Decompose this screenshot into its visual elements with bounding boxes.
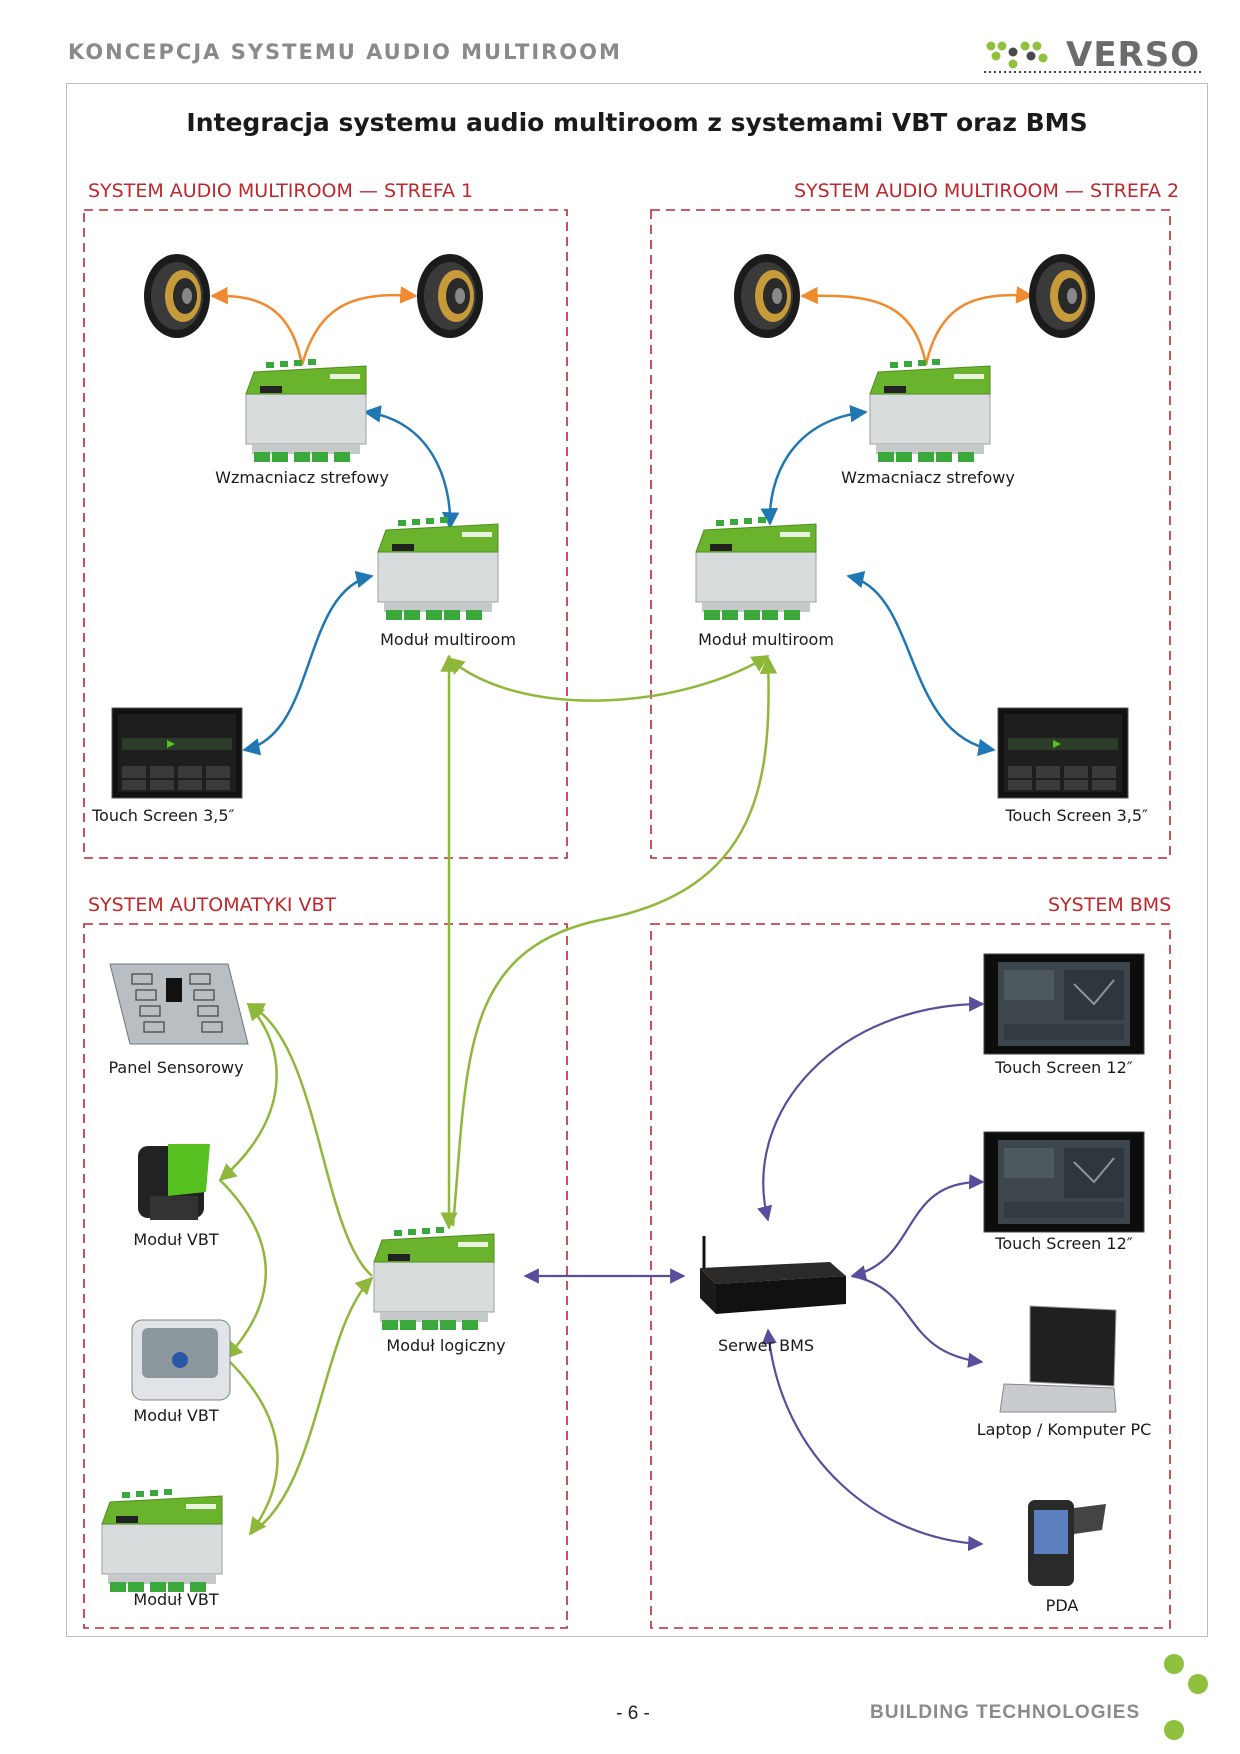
speaker-link — [924, 286, 1034, 366]
speaker-icon — [144, 254, 210, 338]
pda-icon — [1028, 1500, 1106, 1586]
brand-logo: VERSO — [1066, 35, 1201, 75]
diagram-title: Integracja systemu audio multiroom z sys… — [186, 108, 1088, 137]
speaker-link — [300, 286, 418, 366]
touchscreen-12-icon — [983, 1131, 1145, 1233]
document-header: KONCEPCJA SYSTEMU AUDIO MULTIROOM — [68, 40, 622, 64]
device-label-laptop: Laptop / Komputer PC — [976, 1420, 1152, 1439]
device-label-vbt1: Moduł VBT — [133, 1230, 219, 1249]
zone-amplifier-icon — [869, 358, 991, 463]
section-label-vbt: SYSTEM AUTOMATYKI VBT — [88, 894, 337, 916]
speaker-link — [800, 286, 928, 366]
vbt-link — [451, 656, 778, 1227]
device-label-ts12a: Touch Screen 12″ — [995, 1058, 1133, 1077]
speaker-icon — [1029, 254, 1095, 338]
logo-underline — [984, 71, 1204, 73]
bms-server-icon — [700, 1236, 846, 1314]
section-label-zone1: SYSTEM AUDIO MULTIROOM — STREFA 1 — [88, 180, 474, 202]
touchscreen-icon — [111, 707, 243, 799]
device-label-vbt2: Moduł VBT — [133, 1406, 219, 1425]
device-label-multiroom1: Moduł multiroom — [380, 630, 516, 649]
device-label-amp1: Wzmacniacz strefowy — [215, 468, 389, 487]
bms-link — [757, 996, 985, 1222]
audio-link — [242, 570, 374, 756]
multiroom-module-icon — [695, 516, 817, 621]
footer-company: BUILDING TECHNOLOGIES — [870, 1702, 1141, 1723]
touchscreen-icon — [997, 707, 1129, 799]
speaker-icon — [417, 254, 483, 338]
laptop-icon — [999, 1305, 1117, 1413]
device-label-server: Serwer BMS — [717, 1336, 815, 1355]
audio-link — [760, 404, 868, 526]
section-label-zone2: SYSTEM AUDIO MULTIROOM — STREFA 2 — [794, 180, 1180, 202]
audio-link — [846, 570, 996, 757]
vbt-link — [446, 654, 770, 702]
audio-link — [363, 405, 460, 530]
device-label-panel: Panel Sensorowy — [108, 1058, 244, 1077]
vbt-module-icon — [131, 1319, 231, 1401]
speaker-link — [210, 286, 304, 366]
vbt-box — [83, 923, 568, 1629]
sensor-panel-icon — [109, 963, 249, 1045]
vbt-module-icon — [101, 1488, 223, 1593]
device-label-multiroom2: Moduł multiroom — [698, 630, 834, 649]
device-label-amp2: Wzmacniacz strefowy — [841, 468, 1015, 487]
vbt-link — [219, 1179, 267, 1360]
vbt-link — [249, 1276, 374, 1536]
section-label-bms: SYSTEM BMS — [1048, 894, 1172, 916]
verso-logo-icon — [986, 41, 1048, 69]
device-label-touch2: Touch Screen 3,5″ — [1005, 806, 1148, 825]
speaker-icon — [734, 254, 800, 338]
footer-dots-icon — [1164, 1654, 1208, 1740]
vbt-link — [218, 1002, 278, 1182]
vbt-link — [246, 1002, 373, 1277]
device-label-touch1: Touch Screen 3,5″ — [92, 806, 235, 825]
device-label-pda: PDA — [1045, 1596, 1079, 1615]
multiroom-module-icon — [377, 516, 499, 621]
device-label-ts12b: Touch Screen 12″ — [995, 1234, 1133, 1253]
touchscreen-12-icon — [983, 953, 1145, 1055]
zone2-box — [650, 209, 1171, 859]
device-label-vbt3: Moduł VBT — [133, 1590, 219, 1609]
device-label-logic: Moduł logiczny — [386, 1336, 506, 1355]
vbt-module-icon — [138, 1144, 210, 1220]
bms-link — [851, 1274, 984, 1368]
page-number: - 6 - — [616, 1703, 650, 1724]
bms-link — [850, 1173, 985, 1281]
vbt-link — [225, 1357, 279, 1536]
zone1-box — [83, 209, 568, 859]
bms-link — [761, 1328, 984, 1552]
diagram-frame — [66, 83, 1208, 1637]
logic-module-icon — [373, 1226, 495, 1331]
zone-amplifier-icon — [245, 358, 367, 463]
